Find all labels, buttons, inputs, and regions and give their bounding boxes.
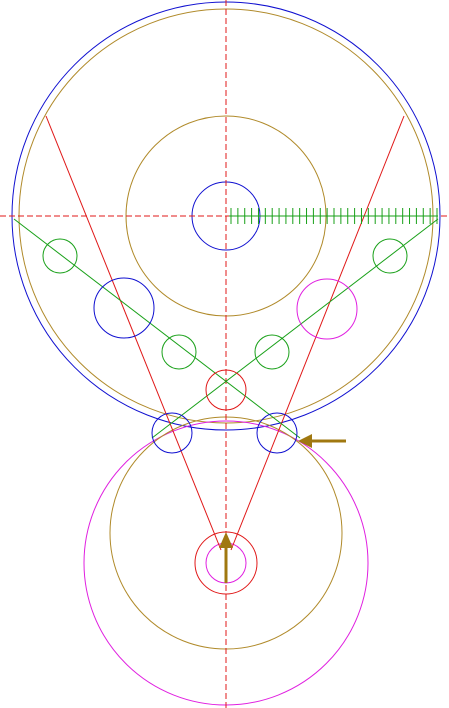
green-circle-1 <box>42 238 78 274</box>
red-circle-center <box>205 369 247 411</box>
left-red-line <box>45 115 222 551</box>
left-green-line <box>13 218 301 439</box>
left-arrow <box>298 434 346 448</box>
green-circle-2 <box>161 334 197 370</box>
blue-circle-bottom-left <box>151 412 193 454</box>
blue-circle-bottom-right <box>256 412 298 454</box>
green-circle-4 <box>372 238 408 274</box>
scale <box>229 208 438 224</box>
right-green-line <box>151 218 439 439</box>
right-red-line <box>230 115 405 551</box>
up-arrow <box>219 532 233 583</box>
blue-circle-left <box>93 277 155 339</box>
magenta-circle <box>296 278 358 340</box>
green-circle-3 <box>254 334 290 370</box>
